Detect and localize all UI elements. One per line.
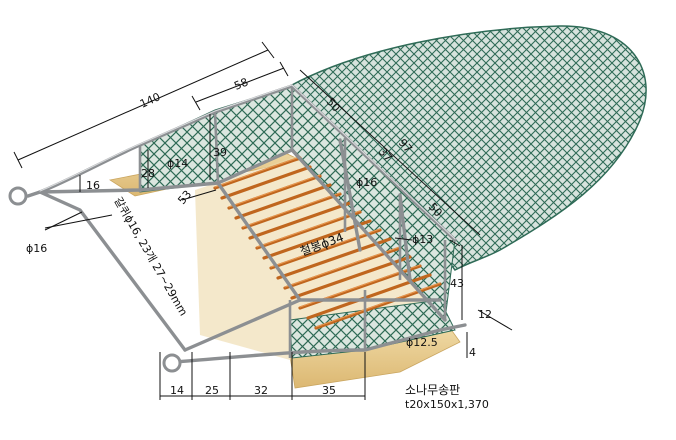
rake-slats	[213, 156, 442, 330]
label-board-spec: t20x150x1,370	[405, 398, 489, 411]
label-board-name: 소나무송판	[405, 383, 460, 397]
dim-right-height: 43	[450, 277, 464, 290]
net-bag	[288, 25, 647, 271]
label-inner-pipe: ϕ13	[412, 233, 433, 246]
tow-ring-top	[8, 186, 28, 206]
dim-bottom-b: 25	[205, 384, 219, 397]
dim-bottom-d: 35	[322, 384, 336, 397]
dim-back-length: 58	[232, 75, 250, 92]
dim-left-height: 28	[141, 167, 155, 180]
label-right-pipe: ϕ12.5	[406, 336, 438, 349]
dim-overall-length: 140	[138, 90, 162, 110]
label-middle-pipe: ϕ16	[356, 176, 377, 189]
label-top-pipe: ϕ14	[167, 157, 188, 170]
tow-ring-bottom	[162, 353, 182, 373]
label-rake-note: 갈퀴ϕ16, 23개 27~29mm	[111, 195, 190, 319]
dim-hook: 16	[86, 179, 100, 192]
dim-bottom-c: 32	[254, 384, 268, 397]
label-ring-pipe: ϕ16	[26, 242, 47, 255]
dim-right-small: 4	[469, 346, 476, 359]
dimension-lines	[13, 41, 513, 400]
metal-frame	[26, 84, 467, 364]
dim-left-height2: 39	[213, 146, 227, 159]
dim-bottom-a: 14	[170, 384, 184, 397]
dim-right-offset: 12	[478, 308, 492, 321]
dim-slat-angle: 53	[175, 188, 194, 207]
